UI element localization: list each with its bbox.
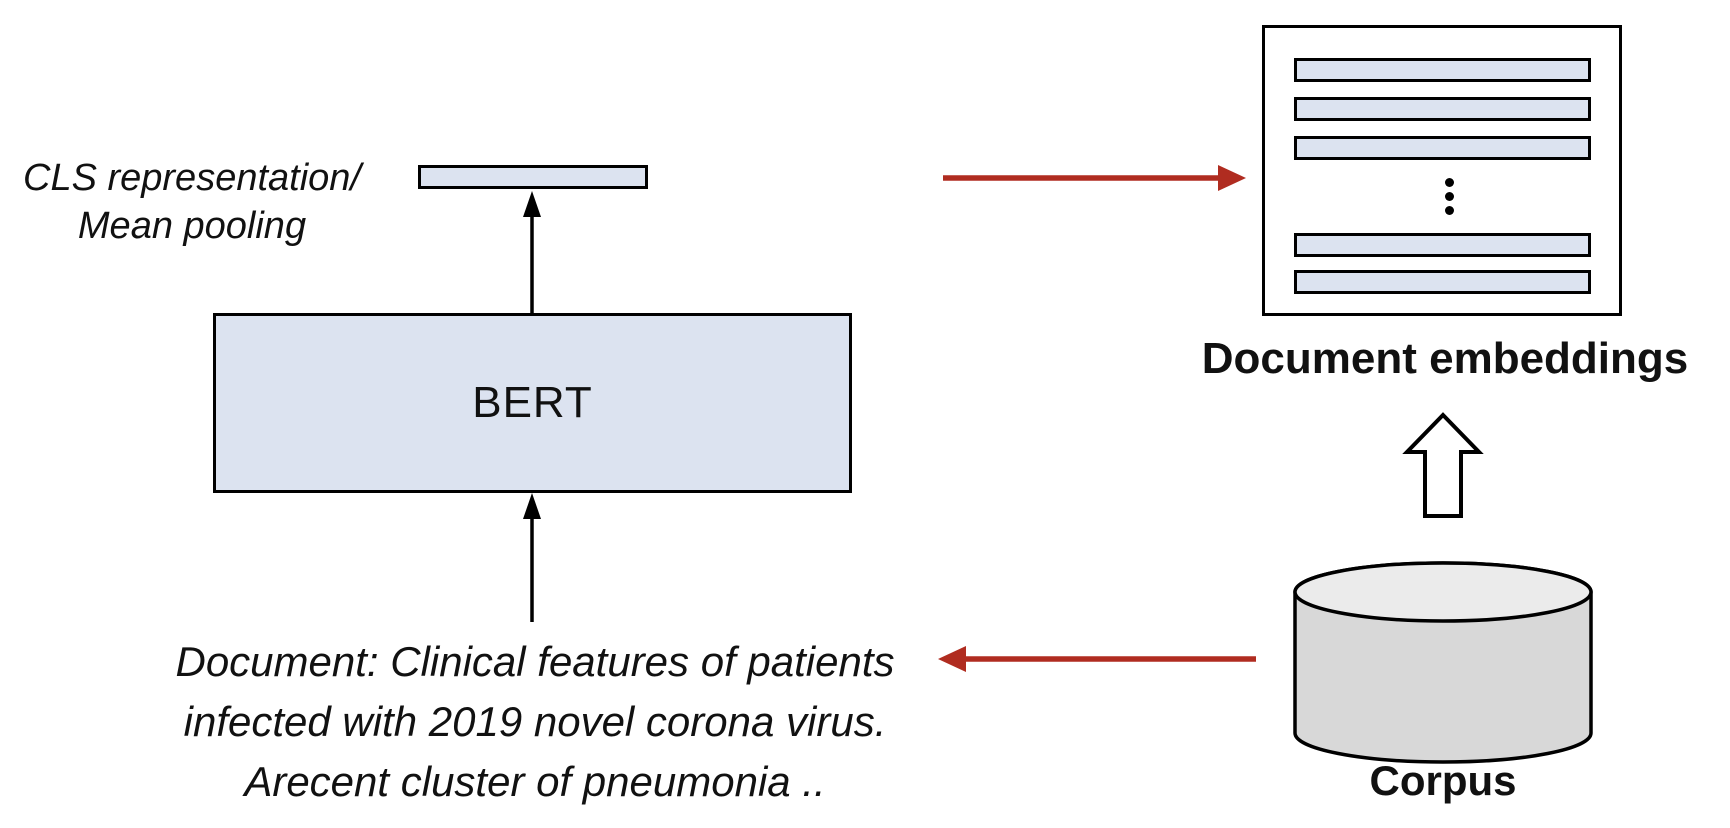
cls-pooling-label: CLS representation/ Mean pooling	[0, 154, 384, 250]
cls-vector-rect	[418, 165, 648, 189]
corpus-cylinder-icon	[1293, 561, 1593, 764]
cls-pooling-label-line1: CLS representation/	[23, 157, 361, 199]
document-snippet-line2: infected with 2019 novel corona virus.	[183, 698, 887, 745]
cls-pooling-label-line2: Mean pooling	[77, 205, 307, 247]
embedding-bar	[1294, 97, 1591, 121]
embedding-bar	[1294, 270, 1591, 294]
document-snippet-line3: Arecent cluster of pneumonia ..	[244, 758, 826, 805]
bert-box: BERT	[213, 313, 852, 493]
document-embeddings-label: Document embeddings	[1201, 334, 1689, 383]
embedding-bar	[1294, 136, 1591, 160]
embedding-bar	[1294, 58, 1591, 82]
arrow-bert-to-cls-vector	[523, 191, 541, 313]
document-snippet-line1: Document: Clinical features of patients	[175, 638, 895, 685]
embedding-bar	[1294, 233, 1591, 257]
arrow-document-to-bert	[523, 493, 541, 622]
ellipsis-dot	[1445, 178, 1454, 187]
arrow-vector-to-embeddings	[943, 165, 1246, 191]
document-embeddings-box	[1262, 25, 1622, 316]
bert-label: BERT	[472, 378, 593, 427]
block-up-arrow-icon	[1402, 412, 1484, 518]
ellipsis-dot	[1445, 206, 1454, 215]
ellipsis-dot	[1445, 192, 1454, 201]
corpus-label: Corpus	[1369, 757, 1517, 804]
arrow-corpus-to-document	[938, 646, 1256, 672]
document-snippet: Document: Clinical features of patients …	[140, 632, 930, 812]
